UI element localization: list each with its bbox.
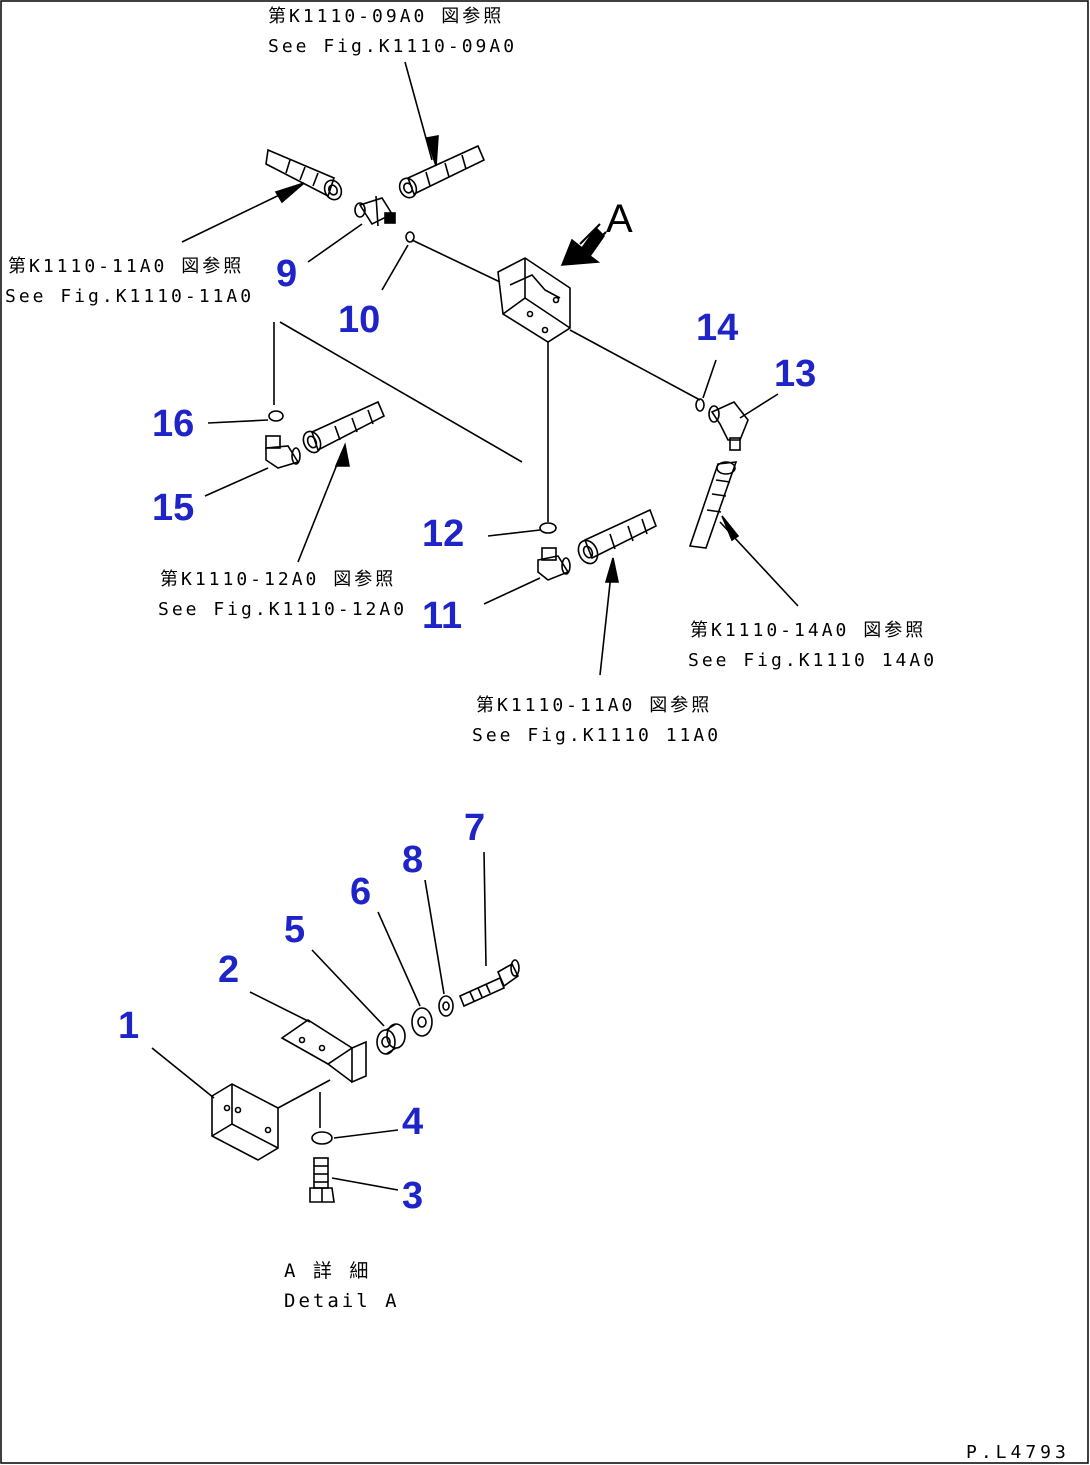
part-number-12: 12 <box>422 513 464 555</box>
washer-6 <box>411 1007 433 1037</box>
hose-11a0-bottom <box>577 508 658 565</box>
part-number-5: 5 <box>284 909 305 951</box>
reference-14a0-en: See Fig.K1110 14A0 <box>688 650 937 671</box>
part-number-6: 6 <box>350 871 371 913</box>
part-number-1: 1 <box>118 1005 139 1047</box>
view-arrow-a-label: A <box>606 197 633 241</box>
reference-09a0-en: See Fig.K1110-09A0 <box>268 36 517 57</box>
reference-11a0-left: 第K1110-11A0 図参照 See Fig.K1110-11A0 <box>5 256 254 307</box>
part-number-15: 15 <box>152 487 194 529</box>
detail-a-caption-en: Detail A <box>284 1290 400 1312</box>
bolt-3 <box>309 1157 335 1203</box>
part-number-14: 14 <box>696 307 738 349</box>
hose-11a0-upper <box>265 148 343 201</box>
hose-14a0 <box>688 461 738 549</box>
part-number-4: 4 <box>402 1101 423 1143</box>
part-number-9: 9 <box>276 253 297 295</box>
reference-09a0-jp: 第K1110-09A0 図参照 <box>268 6 504 27</box>
part-number-11: 11 <box>422 595 462 637</box>
reference-09a0: 第K1110-09A0 図参照 See Fig.K1110-09A0 <box>268 6 517 57</box>
part-number-10: 10 <box>338 299 380 341</box>
reference-14a0-jp: 第K1110-14A0 図参照 <box>690 620 926 641</box>
bracket-2 <box>280 1019 367 1084</box>
spacer-5 <box>376 1023 406 1055</box>
elbow-fitting-15 <box>265 435 301 469</box>
hose-12a0 <box>302 400 386 454</box>
detail-a-assembly <box>151 851 520 1203</box>
view-arrow-a: A <box>560 197 633 266</box>
tee-fitting-9 <box>354 195 396 227</box>
detail-a-caption-jp: A 詳 細 <box>284 1260 371 1282</box>
bolt-7 <box>458 959 520 1008</box>
reference-12a0-en: See Fig.K1110-12A0 <box>158 599 407 620</box>
reference-14a0: 第K1110-14A0 図参照 See Fig.K1110 14A0 <box>688 620 937 671</box>
o-ring-16 <box>268 410 284 422</box>
o-ring-14 <box>695 398 705 412</box>
part-number-16: 16 <box>152 403 194 445</box>
part-number-8: 8 <box>402 839 423 881</box>
elbow-fitting-13 <box>708 401 749 451</box>
reference-11a0-bottom-jp: 第K1110-11A0 図参照 <box>476 695 712 716</box>
reference-11a0-bottom: 第K1110-11A0 図参照 See Fig.K1110 11A0 <box>472 695 721 746</box>
block-1 <box>211 1083 279 1161</box>
straight-fitting-11 <box>537 547 571 581</box>
detail-a-caption: A 詳 細 Detail A <box>284 1260 400 1312</box>
o-ring-10 <box>405 231 415 243</box>
junction-block <box>497 257 571 343</box>
part-number-3: 3 <box>402 1175 423 1217</box>
drawing-code: P.L4793 <box>966 1442 1070 1463</box>
upper-assembly: A <box>181 61 799 676</box>
hose-09a0 <box>398 144 486 199</box>
washer-8 <box>438 995 454 1017</box>
reference-11a0-left-jp: 第K1110-11A0 図参照 <box>8 256 244 277</box>
part-number-labels: 1 2 3 4 5 6 7 8 9 10 11 12 13 14 15 16 <box>118 253 816 1217</box>
part-number-13: 13 <box>774 353 816 395</box>
reference-11a0-bottom-en: See Fig.K1110 11A0 <box>472 725 721 746</box>
o-ring-12 <box>539 522 557 534</box>
reference-12a0: 第K1110-12A0 図参照 See Fig.K1110-12A0 <box>158 569 407 620</box>
part-number-7: 7 <box>464 807 485 849</box>
washer-4 <box>311 1131 333 1145</box>
reference-12a0-jp: 第K1110-12A0 図参照 <box>160 569 396 590</box>
part-number-2: 2 <box>218 949 239 991</box>
reference-11a0-left-en: See Fig.K1110-11A0 <box>5 286 254 307</box>
